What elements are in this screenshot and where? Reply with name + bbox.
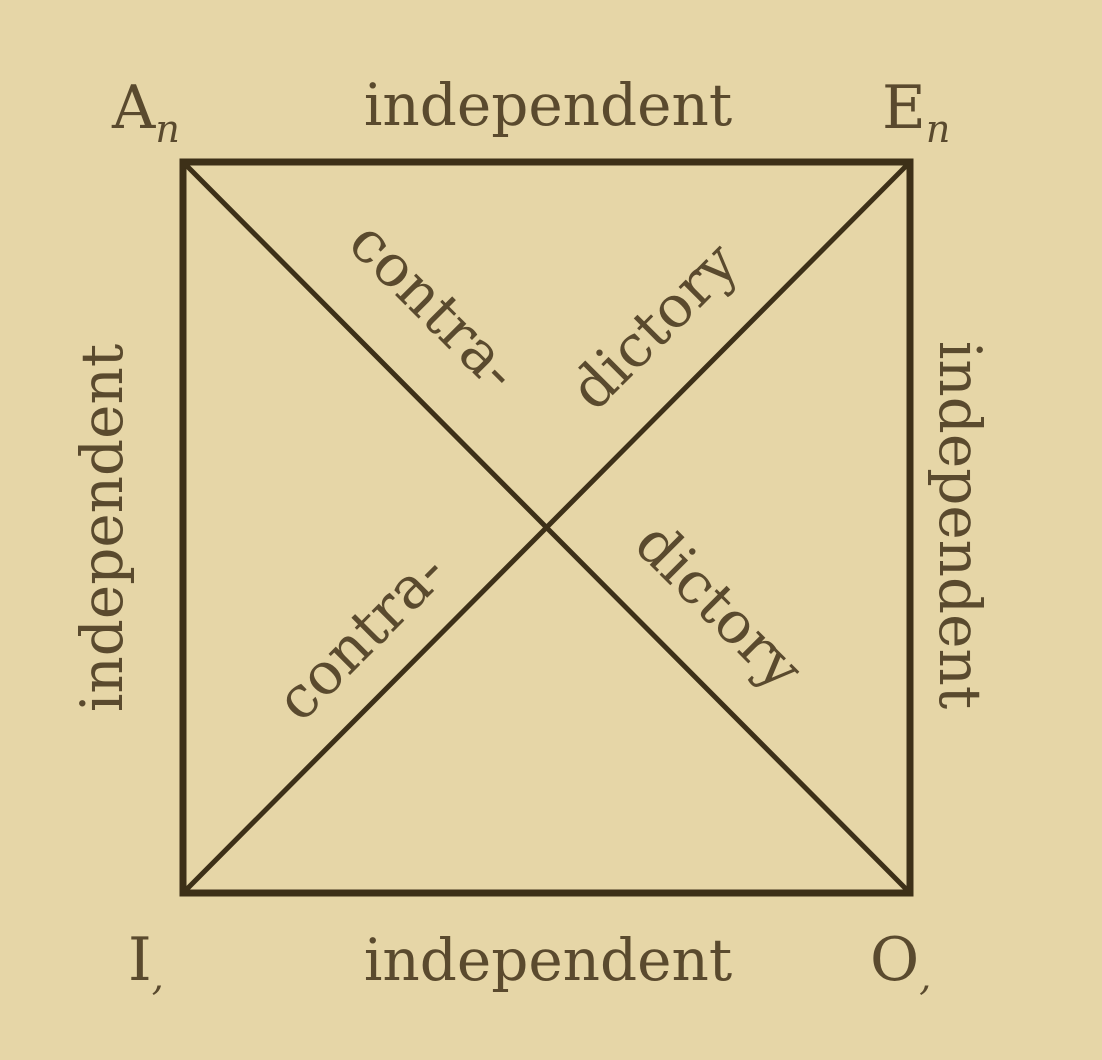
square-outline [179, 158, 914, 897]
edge-label-bottom: independent [364, 926, 732, 994]
corner-i: I, [128, 925, 164, 999]
corner-a: An [111, 73, 180, 151]
corner-o: O, [870, 925, 931, 999]
diagonal-i-e [180, 159, 913, 896]
edge-label-top: independent [364, 71, 732, 139]
edge-label-left: independent [68, 344, 136, 712]
edge-label-right: independent [926, 341, 994, 709]
corner-e: En [882, 73, 950, 151]
